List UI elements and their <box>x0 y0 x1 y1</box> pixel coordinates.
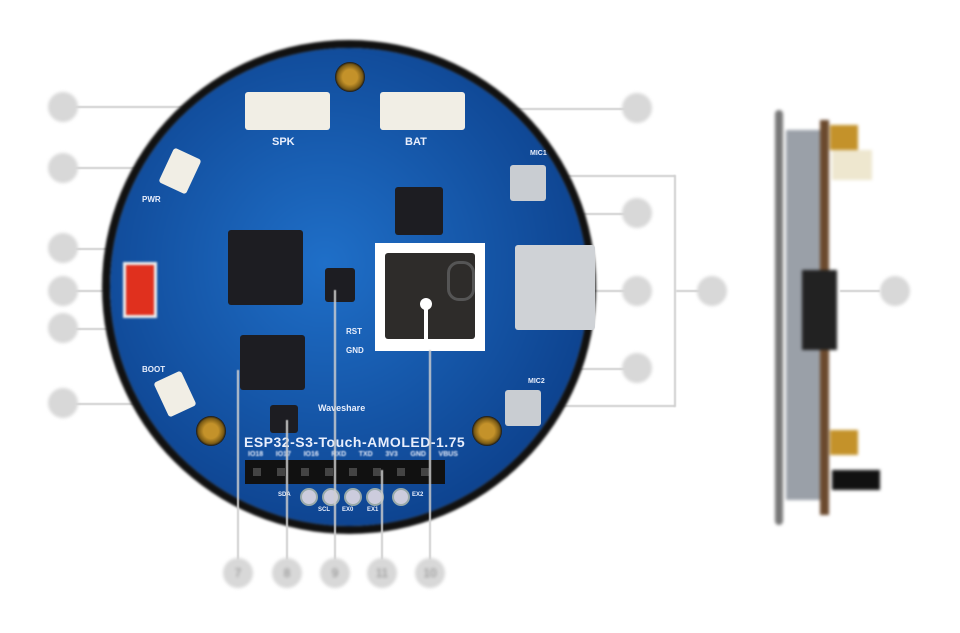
boot-label: BOOT <box>142 365 166 374</box>
red-switch <box>123 262 157 318</box>
ex2-label: EX2 <box>412 492 424 498</box>
callout-7: 7 <box>223 558 253 588</box>
callout-marker <box>48 313 78 343</box>
callout-line <box>840 290 880 292</box>
callout-line <box>286 420 288 560</box>
keyhole-mark <box>424 303 428 343</box>
scl-pad <box>322 488 340 506</box>
callout-line <box>334 290 336 560</box>
callout-line <box>75 167 175 169</box>
mounting-hole <box>196 416 226 446</box>
callout-9: 9 <box>320 558 350 588</box>
flash-chip <box>240 335 305 390</box>
spk-label: SPK <box>272 136 295 148</box>
scl-label: SCL <box>318 507 330 513</box>
mounting-hole <box>335 62 365 92</box>
pin-label: GND <box>410 451 426 458</box>
callout-line <box>540 405 675 407</box>
sda-label: SDA <box>278 492 291 498</box>
pin-label: TXD <box>358 451 373 458</box>
callout-line <box>75 106 290 108</box>
board-name: ESP32-S3-Touch-AMOLED-1.75 <box>244 434 466 450</box>
mounting-hole <box>472 416 502 446</box>
callout-marker <box>48 388 78 418</box>
header-pin <box>397 468 405 476</box>
board-side-view <box>772 110 882 525</box>
callout-10: 10 <box>415 558 445 588</box>
callout-marker <box>697 276 727 306</box>
callout-marker <box>622 93 652 123</box>
ex0-label: EX0 <box>342 507 354 513</box>
sda-pad <box>300 488 318 506</box>
callout-line <box>540 175 675 177</box>
header-pin <box>325 468 333 476</box>
mic1 <box>510 165 546 201</box>
callout-marker <box>48 153 78 183</box>
callout-marker <box>48 233 78 263</box>
ex0-pad <box>344 488 362 506</box>
pwr-label: PWR <box>142 195 161 204</box>
pin-label: 3V3 <box>385 451 398 458</box>
rtc-chip <box>270 405 298 433</box>
callout-marker <box>622 198 652 228</box>
ex2-pad <box>392 488 410 506</box>
rst-label: RST <box>346 327 362 336</box>
battery-connector <box>832 150 872 180</box>
header-pin <box>373 468 381 476</box>
brand-label: Waveshare <box>318 403 366 413</box>
side-usb <box>802 270 837 350</box>
pin-label: VBUS <box>438 451 458 458</box>
ex1-label: EX1 <box>367 507 379 513</box>
side-hole <box>830 430 858 455</box>
esp32-s3-chip <box>228 230 303 305</box>
callout-line <box>676 290 701 292</box>
callout-line <box>674 175 676 407</box>
gnd-label: GND <box>346 346 364 355</box>
header-labels: IO18 IO17 IO16 RXD TXD 3V3 GND VBUS <box>248 451 458 458</box>
callout-11: 11 <box>367 558 397 588</box>
pin-label: IO17 <box>275 451 291 458</box>
callout-marker <box>622 353 652 383</box>
callout-marker <box>880 276 910 306</box>
imu-chip <box>325 268 355 302</box>
callout-line <box>420 108 630 110</box>
pin-label: RXD <box>331 451 347 458</box>
side-hole <box>830 125 858 150</box>
mic1-label: MIC1 <box>530 150 547 157</box>
highlighted-chip <box>375 243 485 351</box>
pin-label: IO18 <box>248 451 264 458</box>
qfn-chip <box>385 253 475 339</box>
callout-marker <box>622 276 652 306</box>
header-pin <box>301 468 309 476</box>
pin-header <box>245 460 445 484</box>
codec-chip <box>395 187 443 235</box>
callout-line <box>381 470 383 560</box>
header-pin <box>349 468 357 476</box>
callout-line <box>75 403 175 405</box>
header-pin <box>277 468 285 476</box>
callout-8: 8 <box>272 558 302 588</box>
callout-line <box>560 290 630 292</box>
usb-c-port[interactable] <box>515 245 595 330</box>
callout-line <box>237 370 239 560</box>
pin-label: IO16 <box>303 451 319 458</box>
header-pin <box>421 468 429 476</box>
chip-logo <box>447 261 475 301</box>
bat-connector <box>380 92 465 130</box>
display-glass <box>775 110 783 525</box>
spk-connector <box>245 92 330 130</box>
callout-marker <box>48 276 78 306</box>
ex1-pad <box>366 488 384 506</box>
mic2-label: MIC2 <box>528 378 545 385</box>
header-pin <box>253 468 261 476</box>
callout-line <box>75 290 140 292</box>
mic2 <box>505 390 541 426</box>
bat-label: BAT <box>405 136 427 148</box>
callout-line <box>429 350 431 560</box>
side-header <box>832 470 880 490</box>
callout-marker <box>48 92 78 122</box>
